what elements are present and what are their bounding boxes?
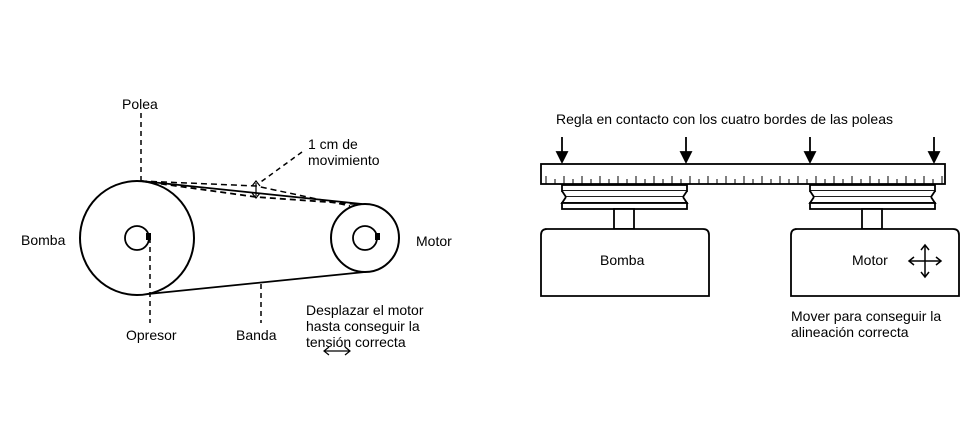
pump-body — [540, 228, 710, 297]
belt-deflection — [140, 180, 357, 205]
pump-pulley-block — [560, 184, 689, 230]
label-ruler-caption: Regla en contacto con los cuatro bordes … — [556, 111, 893, 127]
label-bomba-right: Bomba — [600, 252, 645, 268]
pump-pulley — [79, 180, 195, 296]
ruler — [540, 163, 946, 185]
motor-set-screw — [375, 233, 380, 240]
label-motor-left: Motor — [416, 233, 452, 249]
movement-leader — [257, 151, 303, 185]
pulley-alignment-diagram — [540, 137, 960, 297]
label-polea: Polea — [122, 96, 158, 112]
label-bomba-left: Bomba — [21, 232, 66, 248]
label-left-instruction: Desplazar el motor hasta conseguir la te… — [306, 302, 424, 350]
pump-set-screw — [146, 233, 151, 240]
arrow-down-icon — [555, 137, 941, 165]
belt-tension-diagram — [79, 113, 400, 356]
motor-body — [790, 228, 960, 297]
four-way-arrow-icon — [907, 243, 943, 279]
label-motor-right: Motor — [852, 252, 888, 268]
label-right-instruction: Mover para conseguir la alineación corre… — [791, 308, 942, 340]
ruler-ticks — [545, 176, 943, 184]
label-movement: 1 cm de movimiento — [308, 136, 380, 168]
label-opresor: Opresor — [126, 327, 177, 343]
belt-lower — [147, 271, 366, 295]
motor-pulley-block — [808, 184, 937, 230]
motor-pulley — [330, 203, 400, 273]
label-banda: Banda — [236, 327, 277, 343]
